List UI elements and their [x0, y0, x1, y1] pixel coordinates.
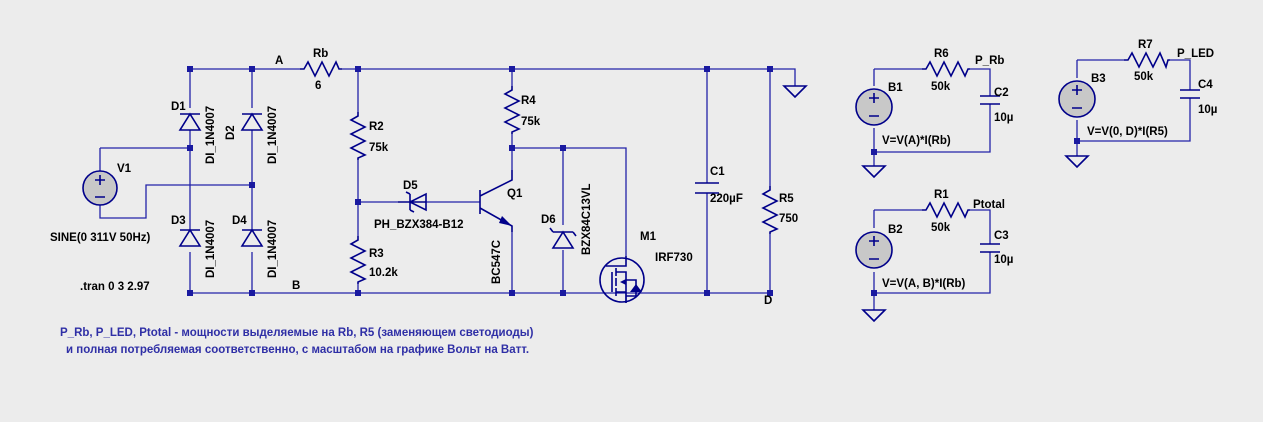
label-v1-value: SINE(0 311V 50Hz) [50, 232, 151, 244]
label-r5-value: 750 [779, 213, 798, 225]
resistor-r4 [503, 86, 521, 134]
label-r6-value: 50k [931, 81, 951, 93]
label-r3: R3 [369, 248, 384, 260]
junctions [187, 66, 1080, 296]
behavioral-source-b1 [855, 88, 893, 126]
label-d1-model: DI_1N4007 [205, 106, 217, 164]
label-d2-model: DI_1N4007 [267, 106, 279, 164]
capacitor-c1 [695, 182, 719, 194]
label-d4-model: DI_1N4007 [267, 220, 279, 278]
label-node-b: B [292, 280, 300, 292]
capacitor-c4 [1180, 89, 1200, 99]
wires [99, 59, 1191, 310]
note-line-1: P_Rb, P_LED, Ptotal - мощности выделяемы… [60, 327, 534, 339]
diode-d4 [240, 228, 264, 247]
label-r3-value: 10.2k [369, 267, 398, 279]
zener-diode-d5 [398, 191, 427, 213]
capacitor-c2 [980, 95, 1000, 105]
label-b3-expr: V=V(0, D)*I(R5) [1087, 126, 1168, 138]
label-b1: B1 [888, 82, 903, 94]
label-r7: R7 [1138, 39, 1153, 51]
diode-d2 [240, 112, 264, 131]
label-p-rb: P_Rb [975, 55, 1004, 67]
label-v1: V1 [117, 163, 132, 175]
label-r7-value: 50k [1134, 71, 1154, 83]
label-rb: Rb [313, 48, 328, 60]
ground-b3 [1064, 155, 1090, 169]
diode-d1 [178, 112, 202, 131]
label-r1: R1 [934, 189, 949, 201]
label-c1-value: 220µF [710, 193, 743, 205]
label-tran: .tran 0 3 2.97 [80, 281, 150, 293]
label-d6: D6 [541, 214, 556, 226]
resistor-r6 [922, 60, 970, 78]
label-r4: R4 [521, 95, 536, 107]
label-r1-value: 50k [931, 222, 951, 234]
label-ptotal: Ptotal [973, 199, 1005, 211]
comment-note: P_Rb, P_LED, Ptotal - мощности выделяемы… [60, 327, 534, 356]
label-b3: B3 [1091, 73, 1106, 85]
label-m1: M1 [640, 231, 657, 243]
transistor-q1 [479, 170, 513, 232]
resistor-r2 [349, 112, 367, 160]
resistor-r1 [922, 201, 970, 219]
label-d2: D2 [225, 125, 237, 140]
resistor-r7 [1124, 51, 1170, 70]
resistor-r5 [761, 186, 779, 234]
label-d3-model: DI_1N4007 [205, 220, 217, 278]
label-r6: R6 [934, 48, 949, 60]
zener-diode-d6 [549, 227, 577, 249]
label-r2-value: 75k [369, 142, 389, 154]
label-d4: D4 [232, 215, 247, 227]
label-node-a: A [275, 55, 283, 67]
label-r2: R2 [369, 121, 384, 133]
label-rb-value: 6 [315, 80, 321, 92]
label-node-d: D [764, 295, 772, 307]
label-b2-expr: V=V(A, B)*I(Rb) [882, 278, 966, 290]
resistor-rb [300, 60, 342, 78]
label-m1-model: IRF730 [655, 252, 693, 264]
label-d5-model: PH_BZX384-B12 [374, 219, 463, 231]
label-d1: D1 [171, 101, 186, 113]
resistor-r3 [349, 236, 367, 284]
label-q1-model: BC547C [491, 240, 503, 284]
ground-b2 [861, 309, 887, 323]
behavioral-source-b2 [855, 231, 893, 269]
label-c4-value: 10µ [1198, 104, 1217, 116]
label-d6-model: BZX84C13VL [581, 183, 593, 255]
label-q1: Q1 [507, 188, 523, 200]
label-b2: B2 [888, 224, 903, 236]
labels: D1 DI_1N4007 D2 DI_1N4007 D3 DI_1N4007 D… [50, 39, 1217, 307]
label-r5: R5 [779, 193, 794, 205]
label-r4-value: 75k [521, 116, 541, 128]
capacitor-c3 [980, 243, 1000, 253]
label-c1: C1 [710, 166, 725, 178]
label-p-led: P_LED [1177, 48, 1214, 60]
label-c3-value: 10µ [994, 254, 1013, 266]
label-d5: D5 [403, 180, 418, 192]
diode-d3 [178, 228, 202, 247]
ground-main [782, 85, 808, 99]
label-c4: C4 [1198, 79, 1213, 91]
mosfet-m1 [599, 256, 645, 303]
label-b1-expr: V=V(A)*I(Rb) [882, 135, 951, 147]
note-line-2: и полная потребляемая соответственно, с … [66, 344, 529, 356]
ground-b1 [861, 165, 887, 179]
label-c2: C2 [994, 87, 1009, 99]
label-d3: D3 [171, 215, 186, 227]
behavioral-source-b3 [1058, 80, 1096, 118]
label-c3: C3 [994, 230, 1009, 242]
label-c2-value: 10µ [994, 112, 1013, 124]
voltage-source-v1 [82, 170, 118, 206]
